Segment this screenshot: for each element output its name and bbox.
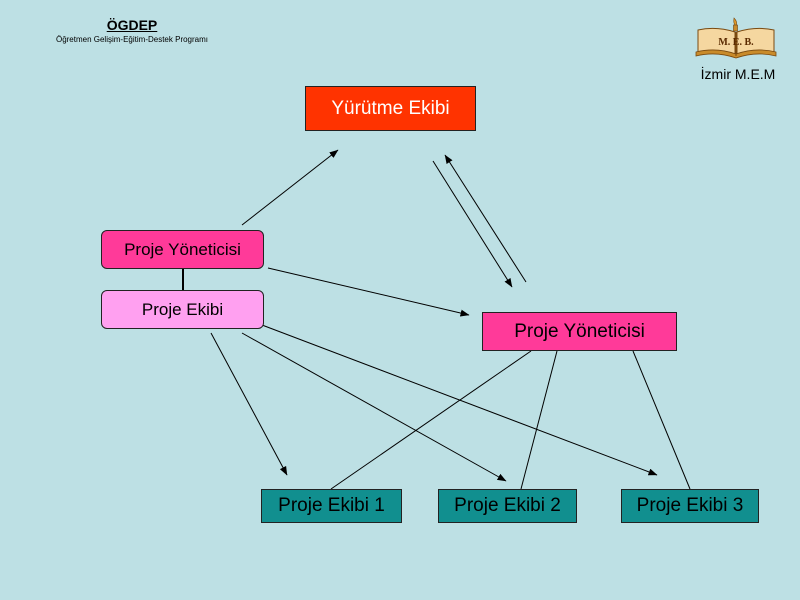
logo-text: M. E. B.	[718, 37, 754, 48]
proje-yoneticisi-left-box: Proje Yöneticisi	[101, 230, 264, 269]
arrow-yurutme-to-py-right	[432, 160, 513, 288]
arrow-py-left-to-py-right	[267, 267, 470, 317]
header: ÖGDEP Öğretmen Gelişim-Eğitim-Destek Pro…	[40, 16, 224, 46]
arrow-proje-ekibi-to-team2	[241, 332, 507, 482]
org-label: İzmir M.E.M	[700, 66, 776, 82]
line-py-right-to-team2	[520, 350, 558, 490]
header-subtitle: Öğretmen Gelişim-Eğitim-Destek Programı	[55, 35, 209, 44]
line-py-right-to-team1	[330, 350, 532, 490]
meb-logo: M. E. B.	[695, 17, 777, 59]
yurutme-ekibi-box: Yürütme Ekibi	[305, 86, 476, 131]
arrow-py-right-to-yurutme	[444, 154, 527, 283]
arrow-proje-ekibi-to-team1	[210, 332, 288, 476]
proje-ekibi-1-box: Proje Ekibi 1	[261, 489, 402, 523]
proje-ekibi-2-box: Proje Ekibi 2	[438, 489, 577, 523]
proje-yoneticisi-right-box: Proje Yöneticisi	[482, 312, 677, 351]
arrow-py-left-to-yurutme	[241, 149, 339, 226]
proje-ekibi-3-box: Proje Ekibi 3	[621, 489, 759, 523]
header-title: ÖGDEP	[106, 17, 158, 33]
line-py-right-to-team3	[632, 350, 691, 490]
proje-ekibi-box: Proje Ekibi	[101, 290, 264, 329]
